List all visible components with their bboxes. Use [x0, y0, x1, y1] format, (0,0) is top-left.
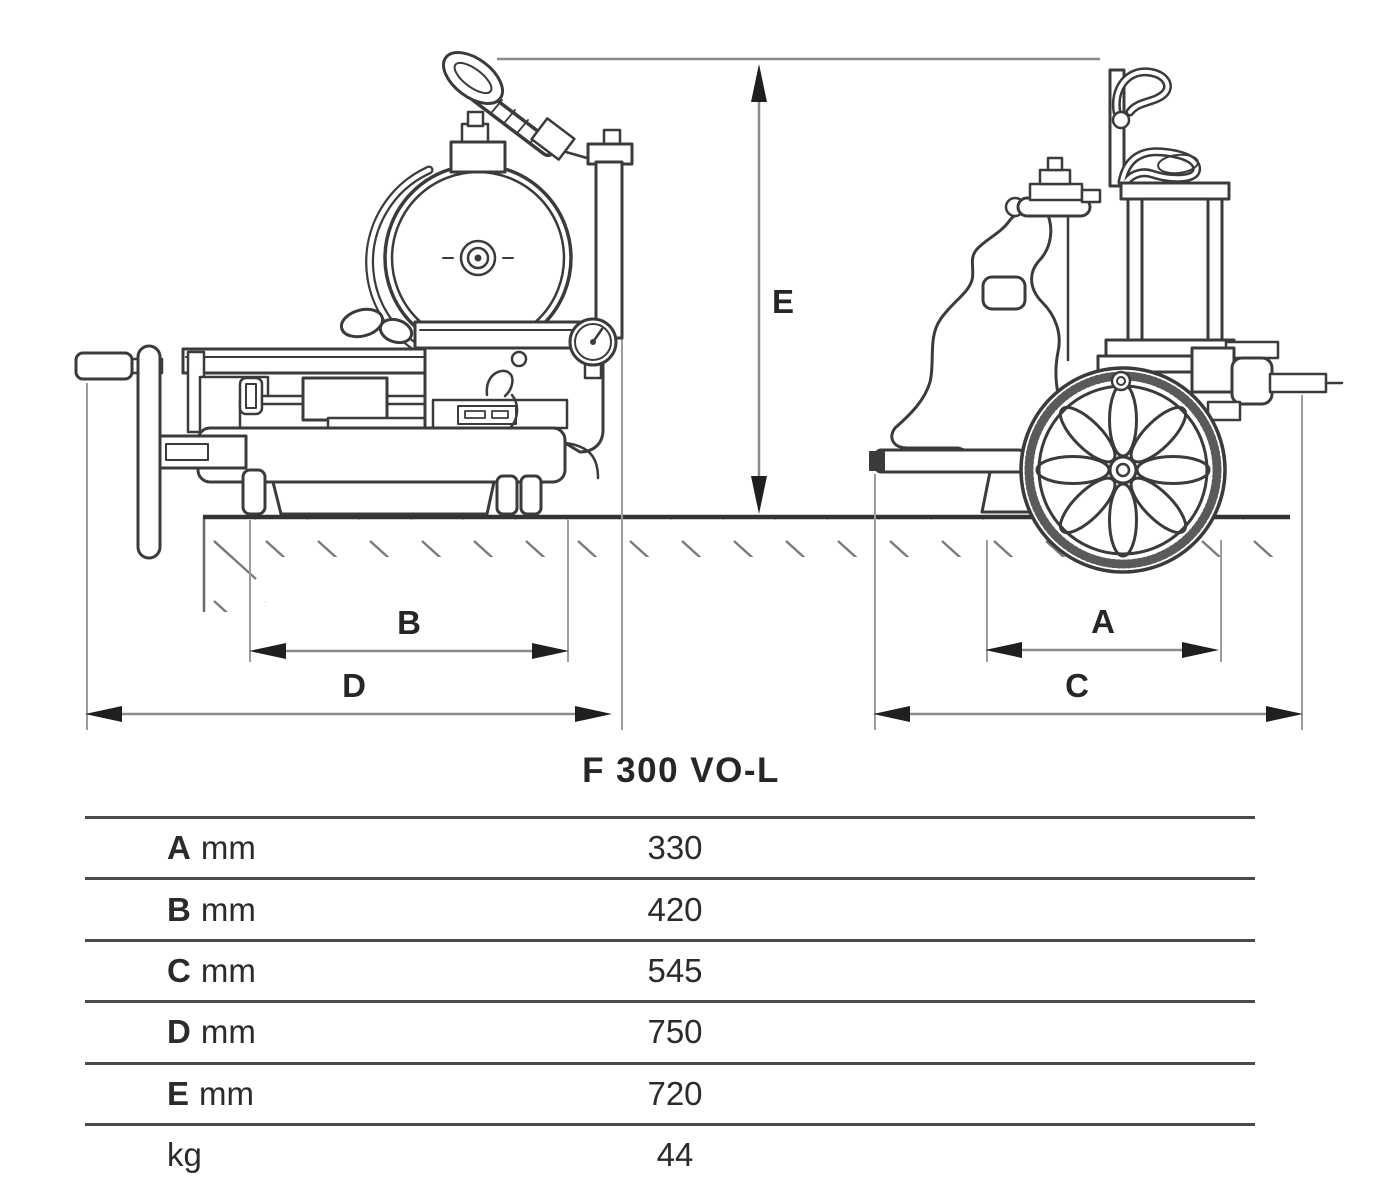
- dimension-b: B: [249, 604, 569, 659]
- dimension-d: D: [85, 667, 612, 722]
- spec-value: 750: [647, 1013, 703, 1051]
- spec-value: 720: [647, 1074, 703, 1112]
- dimension-a: A: [985, 603, 1219, 658]
- dim-label-c: C: [1065, 667, 1089, 704]
- model-title: F 300 VO-L: [582, 751, 780, 790]
- spec-value: 330: [647, 829, 703, 867]
- dimension-diagram: E B D A C: [74, 51, 1344, 730]
- spec-row-kg: kg 44: [85, 1122, 1255, 1184]
- spec-value: 420: [647, 890, 703, 928]
- dim-label-e: E: [772, 283, 794, 320]
- spec-value: 545: [647, 951, 703, 989]
- side-view-drawing: [74, 51, 634, 560]
- dimension-e: E: [751, 64, 794, 514]
- spec-value: 44: [656, 1136, 694, 1174]
- front-view-drawing: [869, 67, 1344, 574]
- spec-label: kg: [167, 1136, 202, 1174]
- dim-label-b: B: [397, 604, 421, 641]
- dimension-c: C: [873, 667, 1303, 722]
- dim-label-a: A: [1091, 603, 1115, 640]
- dim-label-d: D: [342, 667, 366, 704]
